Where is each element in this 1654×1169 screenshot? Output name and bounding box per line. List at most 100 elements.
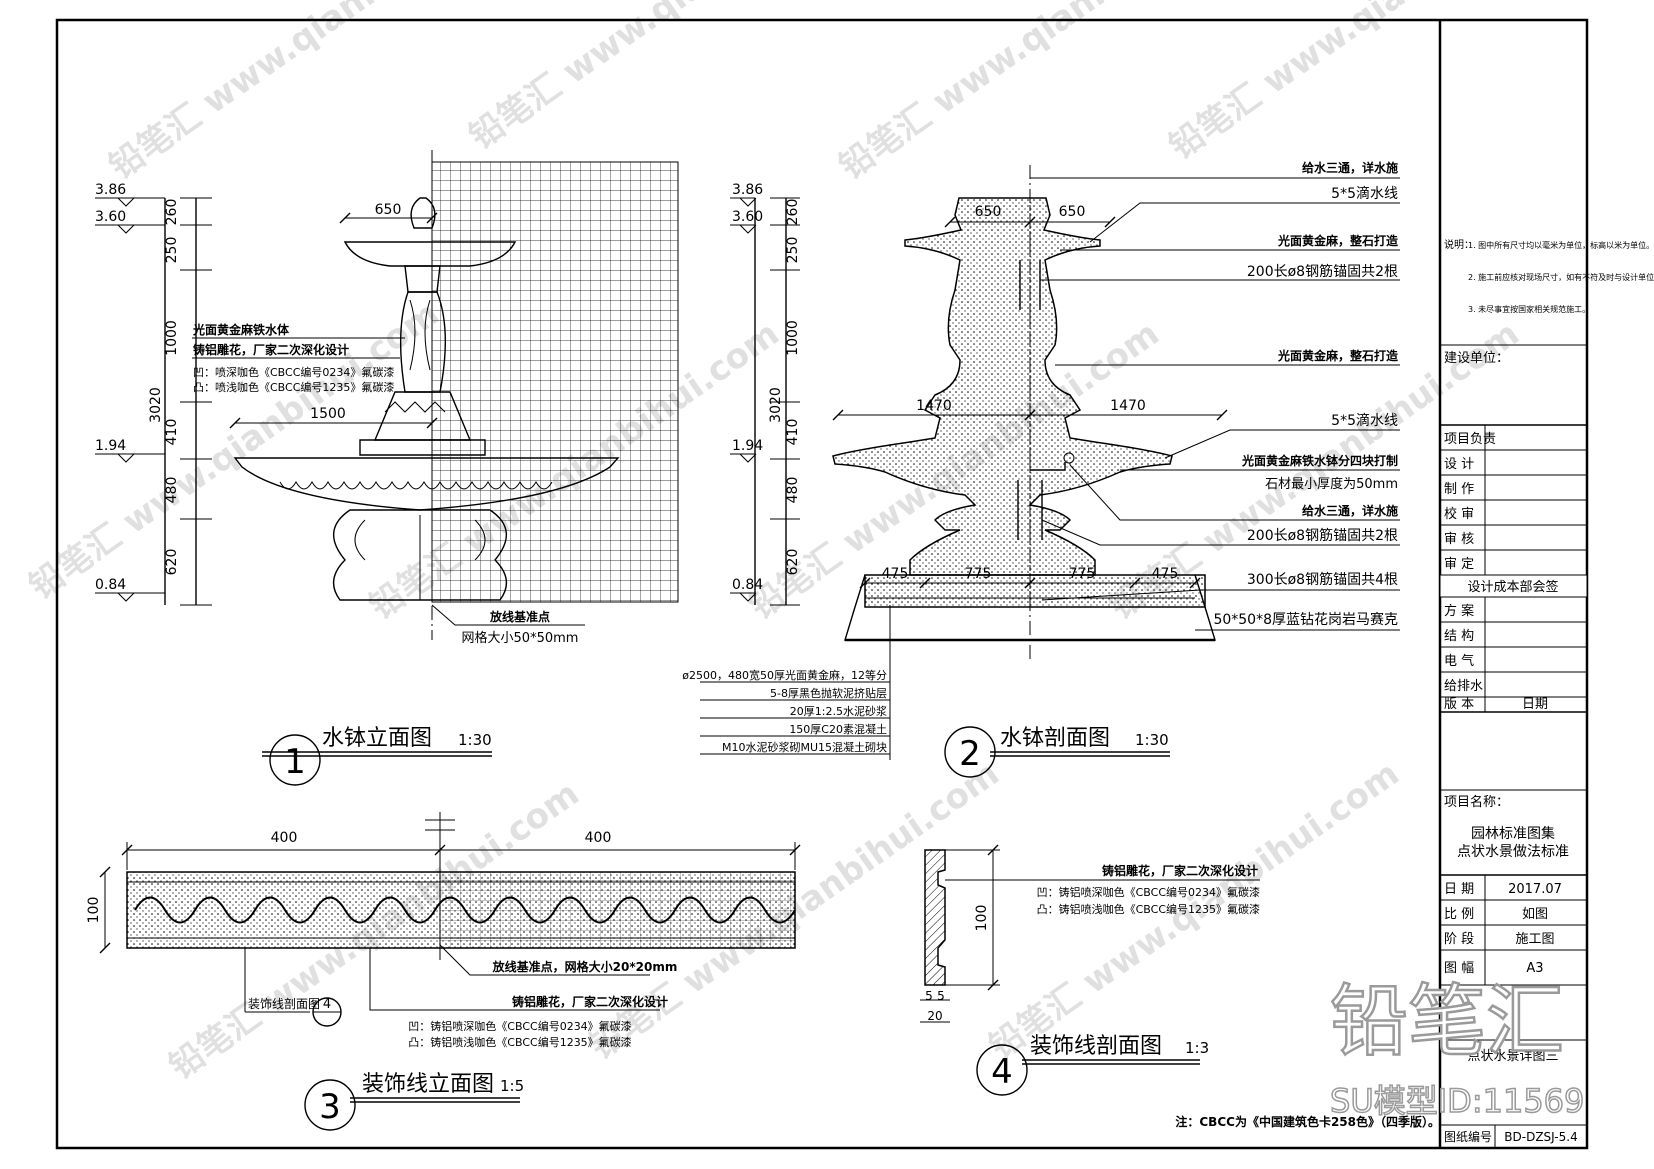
sign-value: 日期 [1522,697,1548,712]
sign-label: 方 案 [1444,603,1474,619]
layer-2: 5-8厚黑色抛软泥挤贴层 [770,686,887,700]
model-id-badge: SU模型ID:11569 [1330,1082,1584,1120]
dim-410: 410 [164,419,180,446]
callout-drip-line: 5*5滴水线 [1331,185,1398,202]
dim-5-b: 5 [937,989,945,1003]
sign-label: 版 本 [1444,697,1474,712]
level-360: 3.60 [95,209,126,225]
dim-475-right: 475 [1152,566,1179,582]
row-label: 项目负责 [1444,432,1496,447]
level-194: 1.94 [732,438,763,454]
drawing-title: 水钵剖面图 [1000,726,1110,751]
drawing-title: 装饰线立面图 [362,1072,494,1097]
layer-4: 150厚C20素混凝土 [789,722,887,736]
drawing-title: 水钵立面图 [322,726,432,751]
dim-250: 250 [164,237,180,264]
watermark: 铅笔汇 www.qianbihui.com [102,0,526,187]
callout-granite-mid: 光面黄金麻，整石打造 [1277,348,1399,363]
dim-1470-right: 1470 [1110,398,1146,414]
note-base-point: 放线基准点，网格大小20*20mm [492,959,678,974]
base-layer-notes: ø2500，480宽50厚光面黄金麻，12等分 5-8厚黑色抛软泥挤贴层 20厚… [682,605,891,760]
dim-20: 20 [927,1009,942,1023]
drawing-title: 装饰线剖面图 [1030,1034,1162,1059]
row-label: 设 计 [1444,457,1474,472]
info-date: 2017.07 [1508,882,1562,897]
pattern-grid [431,161,679,603]
dim-650-right: 650 [1059,204,1086,220]
callout-water-supply: 给水三通，详水施 [1302,160,1398,175]
dim-410: 410 [785,419,801,446]
row-label: 校 审 [1444,506,1474,522]
note-concave: 凹：铸铝喷深咖色《CBCC编号0234》氟碳漆 [408,1019,631,1033]
drawing-scale: 1:30 [458,731,492,749]
drawing-name: 点状水景详图三 [1467,1049,1558,1064]
fountain-section [832,197,1216,642]
dim-1000: 1000 [164,320,180,356]
drawing-number: 2 [959,734,981,774]
drawing-number-circle [976,1044,1028,1096]
callout-thickness: 石材最小厚度为50mm [1265,476,1398,492]
callout-mosaic: 50*50*8厚蓝钻花岗岩马赛克 [1213,612,1398,628]
trim-profile [924,849,946,986]
note-carve: 铸铝雕花，厂家二次深化设计 [193,342,349,357]
callout-granite-top: 光面黄金麻，整石打造 [1277,233,1399,248]
project-label: 项目名称： [1444,794,1509,810]
dim-480: 480 [164,477,180,504]
layer-5: M10水泥砂浆砌MU15混凝土砌块 [722,740,887,754]
level-marks: 3.86 3.60 1.94 0.84 [730,182,763,602]
dim-650: 650 [375,202,402,218]
drawing-4-trim-section: 100 5 5 20 铸铝雕花，厂家二次深化设计 凹：铸铝喷深咖色《CBCC编号… [920,844,1260,1096]
info-label: 图 幅 [1444,961,1474,976]
project-name-line1: 园林标准图集 [1471,825,1555,842]
drawing-number-circle [304,1079,356,1131]
watermark: 铅笔汇 www.qianbihui.com [462,0,886,157]
dim-250: 250 [785,237,801,264]
info-scale: 如图 [1522,906,1548,922]
dim-650-left: 650 [975,204,1002,220]
note-base-point: 放线基准点 [489,609,550,624]
project-name-line2: 点状水景做法标准 [1457,844,1569,860]
drawing-no: BD-DZSJ-5.4 [1504,1130,1577,1144]
level-386: 3.86 [95,182,126,198]
note-convex: 凸：铸铝喷浅咖色《CBCC编号1235》氟碳漆 [408,1035,631,1049]
drawing-no-label: 图纸编号 [1444,1129,1492,1144]
brand-logo: 铅笔汇 [1330,977,1564,1067]
dim-1000: 1000 [785,320,801,356]
dim-480: 480 [785,477,801,504]
drawing-number: 3 [319,1087,341,1127]
callout-rebar-top: 200长ø8钢筋锚固共2根 [1247,263,1398,280]
info-label: 比 例 [1444,907,1474,922]
notes-3: 3. 未尽事宜按国家相关规范施工。 [1468,304,1590,314]
note-concave: 凹：喷深咖色《CBCC编号0234》氟碳漆 [193,365,394,379]
notes-2: 2. 施工前应核对现场尺寸，如有不符及时与设计单位联系。 [1468,272,1654,282]
drawing-3-trim-elevation: 400 400 100 放线基准点，网格大小20*20mm 铸铝雕花，厂家二次深… [86,812,801,1131]
dim-1470-left: 1470 [916,398,952,414]
drawing-scale: 1:3 [1185,1039,1209,1057]
note-carve: 铸铝雕花，厂家二次深化设计 [512,994,668,1009]
drawing-scale: 1:30 [1135,731,1169,749]
info-label: 日 期 [1444,882,1474,897]
dim-260: 260 [164,199,180,226]
callout-drip-line-2: 5*5滴水线 [1331,412,1398,429]
level-084: 0.84 [95,577,126,593]
level-360: 3.60 [732,209,763,225]
dim-400-right: 400 [585,830,612,846]
section-callouts: 给水三通，详水施 5*5滴水线 光面黄金麻，整石打造 200长ø8钢筋锚固共2根… [1030,160,1400,631]
dim-total: 3020 [768,387,784,423]
dim-1500: 1500 [310,406,346,422]
drawing-scale: 1:5 [500,1077,524,1095]
section-ref-no: 4 [323,997,331,1012]
dim-400-left: 400 [271,830,298,846]
row-label: 审 核 [1444,532,1474,547]
level-386: 3.86 [732,182,763,198]
level-marks: 3.86 3.60 1.94 0.84 [95,182,165,602]
client-label: 建设单位： [1444,351,1509,366]
drawing-number-circle [269,734,321,786]
note-concave: 凹：铸铝喷深咖色《CBCC编号0234》氟碳漆 [1037,885,1260,899]
drawing-number: 4 [991,1052,1013,1092]
dim-100: 100 [86,897,102,924]
layer-1: ø2500，480宽50厚光面黄金麻，12等分 [682,668,887,682]
dim-620: 620 [164,549,180,576]
dim-5-a: 5 [925,989,933,1003]
